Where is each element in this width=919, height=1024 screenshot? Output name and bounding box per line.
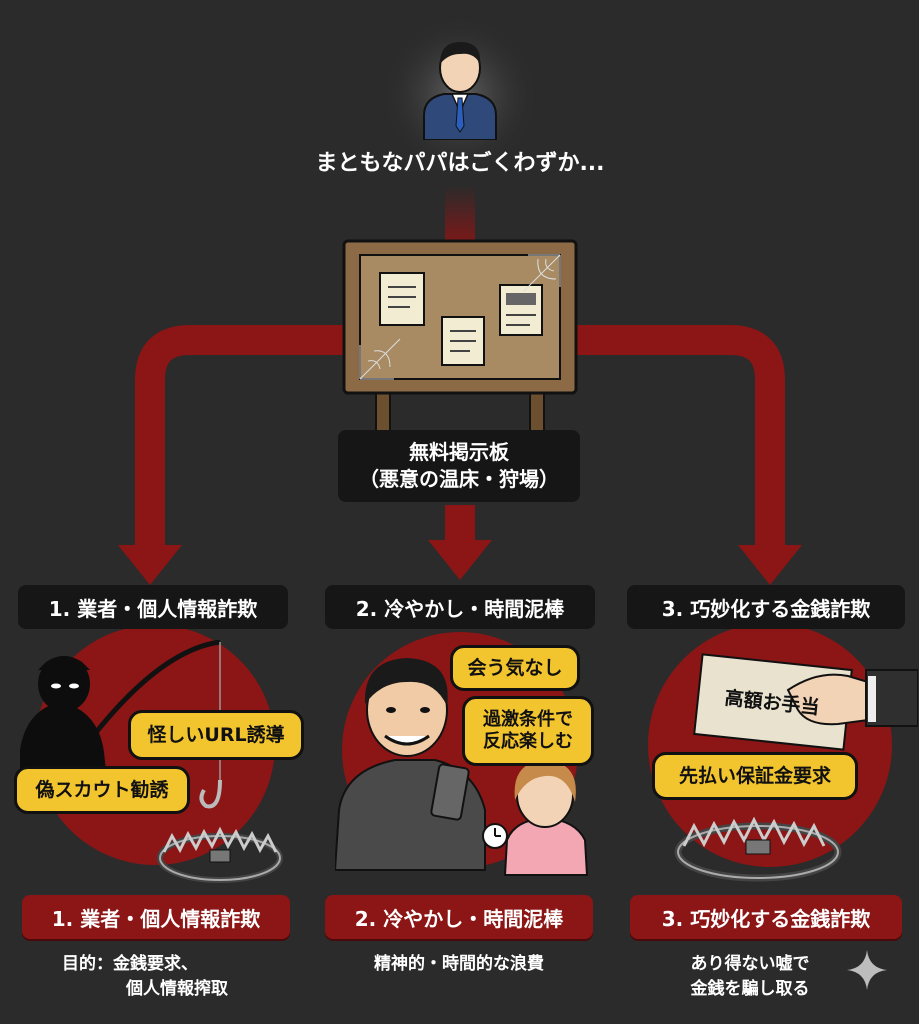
bubble-line-2: 反応楽しむ (483, 731, 573, 752)
scammer-scene (20, 640, 283, 883)
note-2: 精神的・時間的な浪費 (374, 954, 544, 974)
top-caption: まともなパパはごくわずか... (315, 151, 605, 176)
hook-icon (199, 779, 222, 809)
bulletin-board-icon (342, 239, 578, 440)
bubble-suspicious-url: 怪しいURL誘導 (128, 710, 304, 760)
note-3-line-2: 金銭を騙し取る (690, 978, 810, 999)
bubble-no-intent: 会う気なし (450, 645, 580, 691)
branch-header-2: 2. 冷やかし・時間泥棒 (325, 585, 595, 629)
bubble-line-1: 過激条件で (483, 709, 573, 731)
businessman-icon (423, 42, 497, 140)
note-1-line-2: 個人情報搾取 (126, 978, 228, 999)
note-3: あり得ない嘘で 金銭を騙し取る (660, 952, 840, 1001)
bubble-fake-scout: 偽スカウト勧誘 (14, 766, 190, 814)
arrow-head-center (428, 540, 492, 580)
footer-tag-3: 3. 巧妙化する金銭詐欺 (630, 895, 902, 939)
note-1: 目的：金銭要求、 個人情報搾取 (62, 952, 302, 1001)
bubble-extreme-conditions: 過激条件で 反応楽しむ (462, 696, 594, 766)
board-title: 無料掲示板 (409, 440, 509, 464)
board-label: 無料掲示板 （悪意の温床・狩場） (338, 430, 580, 502)
bubble-prepay-deposit: 先払い保証金要求 (652, 752, 858, 800)
money-scam-scene (674, 653, 918, 882)
note-1-line-1: 目的：金銭要求、 (62, 954, 198, 974)
arrow-head-right (738, 545, 802, 585)
board-subtitle: （悪意の温床・狩場） (359, 467, 559, 491)
footer-tag-2: 2. 冷やかし・時間泥棒 (325, 895, 593, 939)
note-3-line-1: あり得ない嘘で (690, 954, 810, 974)
phone-icon (430, 763, 470, 821)
branch-header-3: 3. 巧妙化する金銭詐欺 (627, 585, 905, 629)
prankster-scene (335, 658, 589, 876)
center-stem (445, 505, 475, 545)
sparkle-icon (847, 950, 887, 990)
arrow-head-left (118, 545, 182, 585)
footer-tag-1: 1. 業者・個人情報詐欺 (22, 895, 290, 939)
branch-header-1: 1. 業者・個人情報詐欺 (18, 585, 288, 629)
